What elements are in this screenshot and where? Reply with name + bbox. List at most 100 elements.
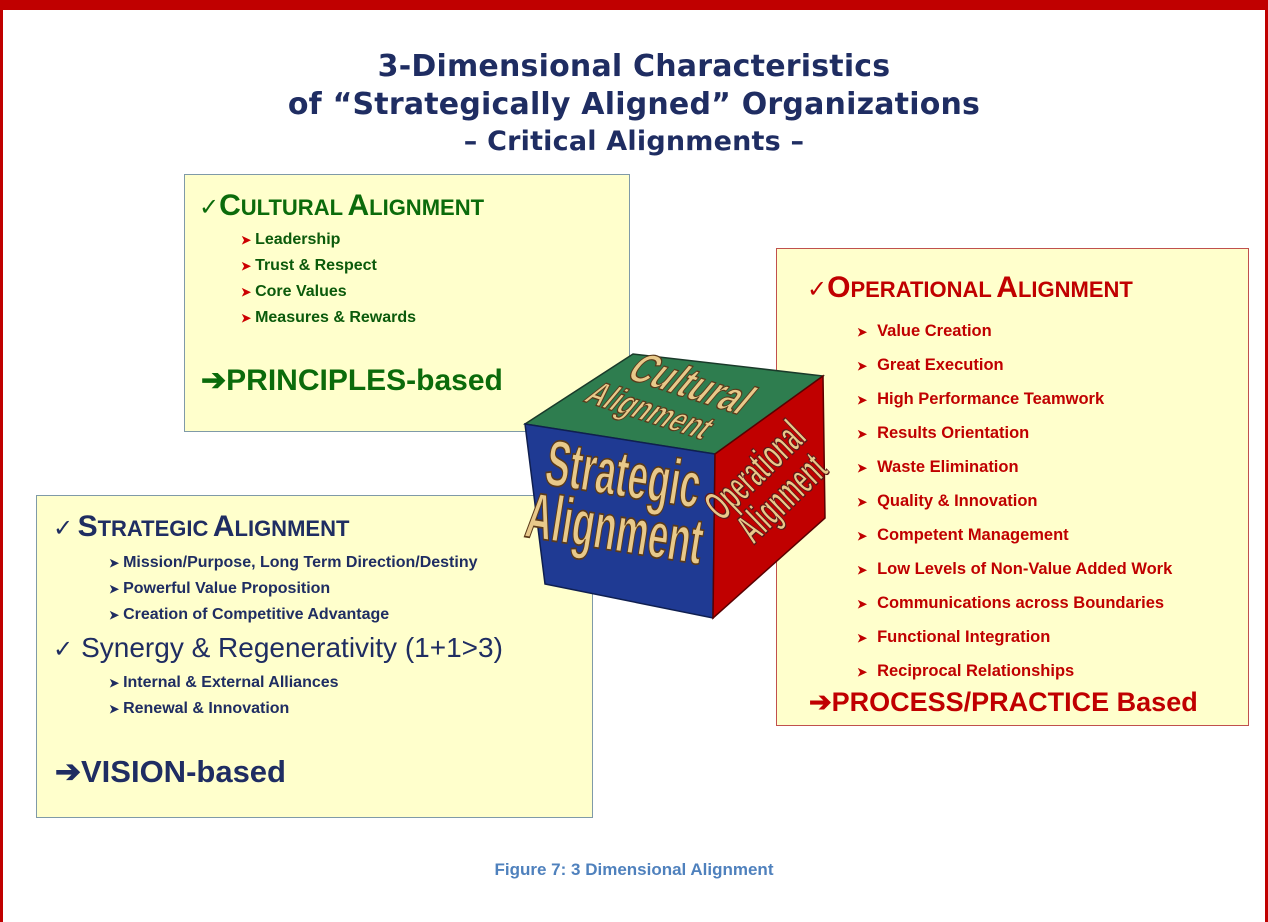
item-label: Internal & External Alliances xyxy=(123,674,339,691)
item-label: Creation of Competitive Advantage xyxy=(123,606,390,623)
list-item: ➤ Quality & Innovation xyxy=(857,485,1172,519)
diagram-title: 3-Dimensional Characteristics of “Strate… xyxy=(0,48,1268,160)
arrow-bullet-icon: ➤ xyxy=(857,461,868,475)
item-label: Reciprocal Relationships xyxy=(877,662,1075,680)
cultural-basis-tag: ➔PRINCIPLES-based xyxy=(201,363,503,398)
arrow-bullet-icon: ➤ xyxy=(109,608,120,622)
alignment-cube: Cultural Alignment Strategic Alignment O… xyxy=(521,346,830,620)
strategic-basis-tag: ➔VISION-based xyxy=(55,754,286,790)
arrow-bullet-icon: ➤ xyxy=(857,563,868,577)
arrow-bullet-icon: ➤ xyxy=(857,325,868,339)
arrow-bullet-icon: ➤ xyxy=(241,259,252,273)
title-line-1: 3-Dimensional Characteristics xyxy=(377,49,891,84)
heading-initial: A xyxy=(212,510,235,543)
tag-label: VISION-based xyxy=(80,754,286,789)
strategic-alignment-heading: ✓ STRATEGIC ALIGNMENT xyxy=(53,510,349,544)
list-item: ➤ Results Orientation xyxy=(857,417,1172,451)
list-item: ➤ High Performance Teamwork xyxy=(857,383,1172,417)
checkmark-icon: ✓ xyxy=(53,636,74,663)
item-label: Powerful Value Proposition xyxy=(123,580,331,597)
list-item: ➤ Waste Elimination xyxy=(857,451,1172,485)
checkmark-icon: ✓ xyxy=(53,515,74,542)
item-label: High Performance Teamwork xyxy=(877,390,1105,408)
arrow-bullet-icon: ➤ xyxy=(109,676,120,690)
heading-rest: LIGNMENT xyxy=(1017,277,1133,302)
arrow-bullet-icon: ➤ xyxy=(857,495,868,509)
operational-alignment-box: ✓OPERATIONAL ALIGNMENT ➤ Value Creation ➤… xyxy=(776,248,1249,726)
item-label: Competent Management xyxy=(877,526,1069,544)
arrow-bullet-icon: ➤ xyxy=(241,285,252,299)
item-label: Value Creation xyxy=(877,322,992,340)
tag-label: PROCESS/PRACTICE Based xyxy=(831,687,1198,717)
list-item: ➤Internal & External Alliances xyxy=(109,670,339,696)
synergy-heading: ✓ Synergy & Regenerativity (1+1>3) xyxy=(53,632,503,664)
cultural-alignment-heading: ✓CULTURAL ALIGNMENT xyxy=(199,189,484,223)
tag-label: PRINCIPLES-based xyxy=(226,364,503,397)
heading-initial: S xyxy=(77,510,98,543)
list-item: ➤Competent Management xyxy=(857,519,1172,553)
arrow-bullet-icon: ➤ xyxy=(109,556,120,570)
heading-rest: LIGNMENT xyxy=(234,516,350,541)
list-item: ➤Renewal & Innovation xyxy=(109,696,339,722)
item-label: Trust & Respect xyxy=(255,257,377,274)
title-line-3: – Critical Alignments – xyxy=(463,126,805,157)
list-item: ➤Trust & Respect xyxy=(241,253,416,279)
heading-rest: PERATIONAL xyxy=(850,277,992,302)
arrow-bullet-icon: ➤ xyxy=(241,311,252,325)
title-line-2: of “Strategically Aligned” Organizations xyxy=(287,87,981,122)
item-label: Functional Integration xyxy=(877,628,1051,646)
cultural-alignment-box: ✓CULTURAL ALIGNMENT ➤Leadership ➤Trust &… xyxy=(184,174,630,432)
item-label: Great Execution xyxy=(877,356,1004,374)
heading-initial: A xyxy=(996,271,1018,304)
item-label: Leadership xyxy=(255,231,341,248)
list-item: ➤ Low Levels of Non-Value Added Work xyxy=(857,553,1172,587)
heading-rest: LIGNMENT xyxy=(369,195,485,220)
synergy-heading-label: Synergy & Regenerativity (1+1>3) xyxy=(81,632,503,663)
heading-initial: O xyxy=(827,271,851,304)
figure-caption: Figure 7: 3 Dimensional Alignment xyxy=(494,860,774,879)
item-label: Mission/Purpose, Long Term Direction/Des… xyxy=(123,554,478,571)
list-item: ➤ Reciprocal Relationships xyxy=(857,655,1172,689)
list-item: ➤Creation of Competitive Advantage xyxy=(109,602,477,628)
list-item: ➤Core Values xyxy=(241,279,416,305)
strategic-alignment-box: ✓ STRATEGIC ALIGNMENT ➤Mission/Purpose, … xyxy=(36,495,593,818)
item-label: Results Orientation xyxy=(877,424,1030,442)
cube-side-face xyxy=(712,374,826,620)
arrow-bullet-icon: ➤ xyxy=(109,702,120,716)
list-item: ➤Leadership xyxy=(241,227,416,253)
list-item: ➤Powerful Value Proposition xyxy=(109,576,477,602)
item-label: Quality & Innovation xyxy=(877,492,1038,510)
arrow-bullet-icon: ➤ xyxy=(857,665,868,679)
list-item: ➤ Value Creation xyxy=(857,315,1172,349)
item-label: Low Levels of Non-Value Added Work xyxy=(877,560,1173,578)
item-label: Communications across Boundaries xyxy=(877,594,1165,612)
right-arrow-icon: ➔ xyxy=(55,754,81,789)
arrow-bullet-icon: ➤ xyxy=(857,393,868,407)
item-label: Core Values xyxy=(255,283,347,300)
strategic-items-list: ➤Mission/Purpose, Long Term Direction/De… xyxy=(109,550,477,628)
arrow-bullet-icon: ➤ xyxy=(857,359,868,373)
checkmark-icon: ✓ xyxy=(199,194,220,221)
item-label: Measures & Rewards xyxy=(255,309,417,326)
list-item: ➤ Great Execution xyxy=(857,349,1172,383)
list-item: ➤Measures & Rewards xyxy=(241,305,416,331)
arrow-bullet-icon: ➤ xyxy=(857,427,868,441)
arrow-bullet-icon: ➤ xyxy=(857,597,868,611)
heading-initial: C xyxy=(219,189,241,222)
list-item: ➤ Functional Integration xyxy=(857,621,1172,655)
checkmark-icon: ✓ xyxy=(807,276,828,303)
arrow-bullet-icon: ➤ xyxy=(857,631,868,645)
list-item: ➤ Communications across Boundaries xyxy=(857,587,1172,621)
synergy-items-list: ➤Internal & External Alliances ➤Renewal … xyxy=(109,670,339,722)
heading-rest: ULTURAL xyxy=(240,195,344,220)
heading-rest: TRATEGIC xyxy=(97,516,209,541)
right-arrow-icon: ➔ xyxy=(809,687,832,717)
cultural-items-list: ➤Leadership ➤Trust & Respect ➤Core Value… xyxy=(241,227,416,331)
operational-items-list: ➤ Value Creation ➤ Great Execution ➤ High P… xyxy=(857,315,1172,689)
list-item: ➤Mission/Purpose, Long Term Direction/De… xyxy=(109,550,477,576)
item-label: Waste Elimination xyxy=(877,458,1019,476)
arrow-bullet-icon: ➤ xyxy=(109,582,120,596)
operational-basis-tag: ➔PROCESS/PRACTICE Based xyxy=(809,687,1198,718)
operational-alignment-heading: ✓OPERATIONAL ALIGNMENT xyxy=(807,271,1133,305)
